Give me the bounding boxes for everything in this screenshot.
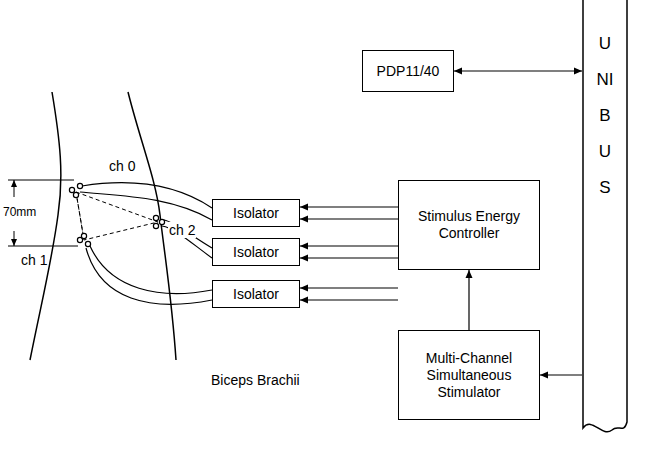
box-label: Isolator [233,286,279,303]
lead-wire [80,183,212,304]
channel-label: ch 1 [20,252,48,268]
bus-bar: UNIBUS [582,0,628,442]
isolator-box: Isolator [212,199,300,227]
dimension-label: 70mm [2,205,37,219]
channel-label: ch 0 [108,158,136,174]
connector-arrow [454,68,582,75]
dimension-line [8,180,74,181]
box-label: Isolator [233,205,279,222]
isolator-box: Isolator [212,280,300,308]
box-label: Multi-Channel Simultaneous Stimulator [404,350,534,401]
stimulator-box: Multi-Channel Simultaneous Stimulator [398,330,540,420]
bus-outline [582,0,628,442]
connector-arrow [300,243,398,262]
connector-arrow [466,270,473,330]
connector-arrow [300,285,398,304]
muscle-label: Biceps Brachii [210,372,301,388]
arm-outline [30,92,61,360]
isolator-box: Isolator [212,238,300,266]
bus-label: UNIBUS [597,26,614,206]
computer-box: PDP11/40 [362,50,454,92]
box-label: PDP11/40 [377,63,440,80]
connector-arrow [540,372,582,379]
box-label: Stimulus Energy Controller [404,208,534,242]
dimension-line [8,246,78,247]
box-label: Isolator [233,244,279,261]
connector-arrow [300,204,398,223]
channel-label: ch 2 [168,222,196,238]
controller-box: Stimulus Energy Controller [398,180,540,270]
